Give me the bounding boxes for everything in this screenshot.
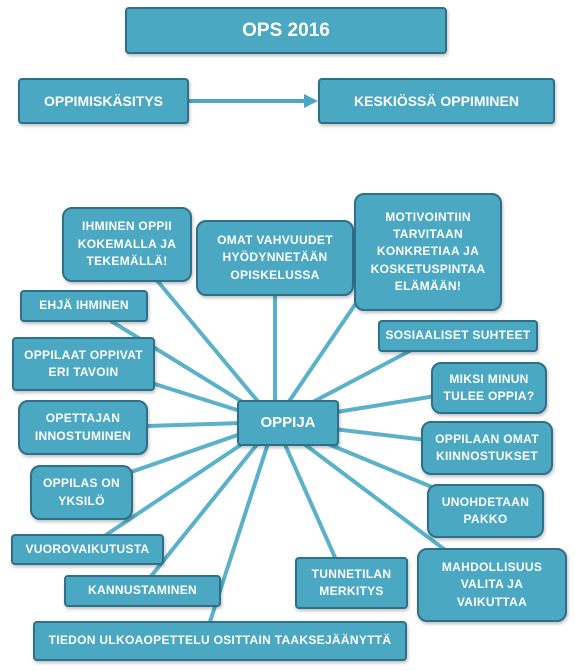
- node-line: IHMINEN OPPII: [82, 219, 172, 234]
- flow-arrow: [189, 94, 318, 108]
- node-line: VALITA JA: [460, 577, 524, 592]
- node-tunnetilan: TUNNETILAN MERKITYS: [295, 557, 408, 609]
- node-line: YKSILÖ: [58, 493, 105, 508]
- node-opettajan: OPETTAJAN INNOSTUMINEN: [18, 400, 148, 455]
- keskiossa-oppiminen-box: KESKIÖSSÄ OPPIMINEN: [318, 78, 555, 124]
- node-line: TIEDON ULKOAOPETTELU OSITTAIN TAAKSEJÄÄN…: [48, 633, 392, 648]
- node-line: KIINNOSTUKSET: [436, 449, 538, 463]
- node-line: KOKEMALLA JA: [77, 236, 177, 251]
- oppimiskasitys-box: OPPIMISKÄSITYS: [18, 78, 189, 124]
- node-kannustaminen: KANNUSTAMINEN: [64, 575, 221, 607]
- node-sosiaaliset-suhteet: SOSIAALISET SUHTEET: [378, 320, 538, 352]
- node-line: OPISKELUSSA: [230, 267, 320, 282]
- node-unohdetaan: UNOHDETAAN PAKKO: [427, 484, 544, 538]
- node-line: OMAT VAHVUUDET: [217, 232, 333, 247]
- node-oppilaan-omat: OPPILAAN OMAT KIINNOSTUKSET: [421, 421, 553, 475]
- node-line: EHJÄ IHMINEN: [39, 298, 129, 313]
- node-line: TEKEMÄLLÄ!: [86, 254, 168, 269]
- node-line: MOTIVOINTIIN: [385, 209, 471, 224]
- title-box: OPS 2016: [125, 7, 447, 54]
- connector-line: [273, 420, 347, 582]
- node-line: HYÖDYNNETÄÄN: [222, 250, 328, 265]
- node-line: SOSIAALISET SUHTEET: [385, 328, 531, 343]
- node-line: VUOROVAIKUTUSTA: [25, 541, 150, 556]
- node-tiedon-ulkoaopettelu: TIEDON ULKOAOPETTELU OSITTAIN TAAKSEJÄÄN…: [33, 621, 407, 661]
- node-line: MIKSI MINUN: [449, 371, 529, 386]
- node-line: MAHDOLLISUUS: [441, 559, 543, 574]
- node-mahdollisuus: MAHDOLLISUUS VALITA JA VAIKUTTAA: [417, 548, 567, 622]
- node-line: TARVITAAN: [392, 226, 464, 241]
- node-line: MERKITYS: [319, 584, 384, 598]
- node-line: KONKRETIAA JA: [376, 244, 480, 259]
- connector-line: [138, 258, 277, 424]
- node-omat-vahvuudet: OMAT VAHVUUDET HYÖDYNNETÄÄN OPISKELUSSA: [196, 220, 354, 296]
- node-line: ERI TAVOIN: [48, 365, 119, 379]
- oppimiskasitys-label: OPPIMISKÄSITYS: [43, 92, 164, 109]
- node-line: OPPILAS ON: [42, 476, 120, 491]
- node-line: INNOSTUMINEN: [34, 428, 132, 443]
- keskiossa-oppiminen-label: KESKIÖSSÄ OPPIMINEN: [354, 92, 519, 109]
- node-line: OPETTAJAN: [45, 411, 121, 426]
- node-line: UNOHDETAAN: [441, 494, 530, 509]
- node-oppilas-yksilo: OPPILAS ON YKSILÖ: [30, 465, 133, 520]
- node-ihminen-oppii: IHMINEN OPPII KOKEMALLA JA TEKEMÄLLÄ!: [62, 207, 192, 282]
- page-title: OPS 2016: [242, 19, 330, 41]
- node-line: ELÄMÄÄN!: [394, 279, 462, 294]
- node-miksi-minun: MIKSI MINUN TULEE OPPIA?: [431, 362, 547, 414]
- node-ehja-ihminen: EHJÄ IHMINEN: [20, 290, 148, 322]
- node-line: OPPILAAT OPPIVAT: [24, 347, 143, 362]
- node-motivointiin: MOTIVOINTIIN TARVITAAN KONKRETIAA JA KOS…: [354, 193, 502, 311]
- oppija-node: OPPIJA: [237, 400, 339, 446]
- node-oppilaat-oppivat: OPPILAAT OPPIVAT ERI TAVOIN: [12, 337, 155, 391]
- node-line: TUNNETILAN: [311, 566, 392, 581]
- node-vuorovaikutusta: VUOROVAIKUTUSTA: [11, 534, 164, 565]
- oppija-label: OPPIJA: [260, 414, 316, 432]
- node-line: PAKKO: [463, 512, 508, 526]
- node-line: KOSKETUSPINTAA: [370, 261, 486, 276]
- node-line: OPPILAAN OMAT: [435, 431, 539, 446]
- node-line: KANNUSTAMINEN: [87, 583, 197, 598]
- node-line: TULEE OPPIA?: [443, 389, 535, 403]
- node-line: VAIKUTTAA: [456, 594, 528, 609]
